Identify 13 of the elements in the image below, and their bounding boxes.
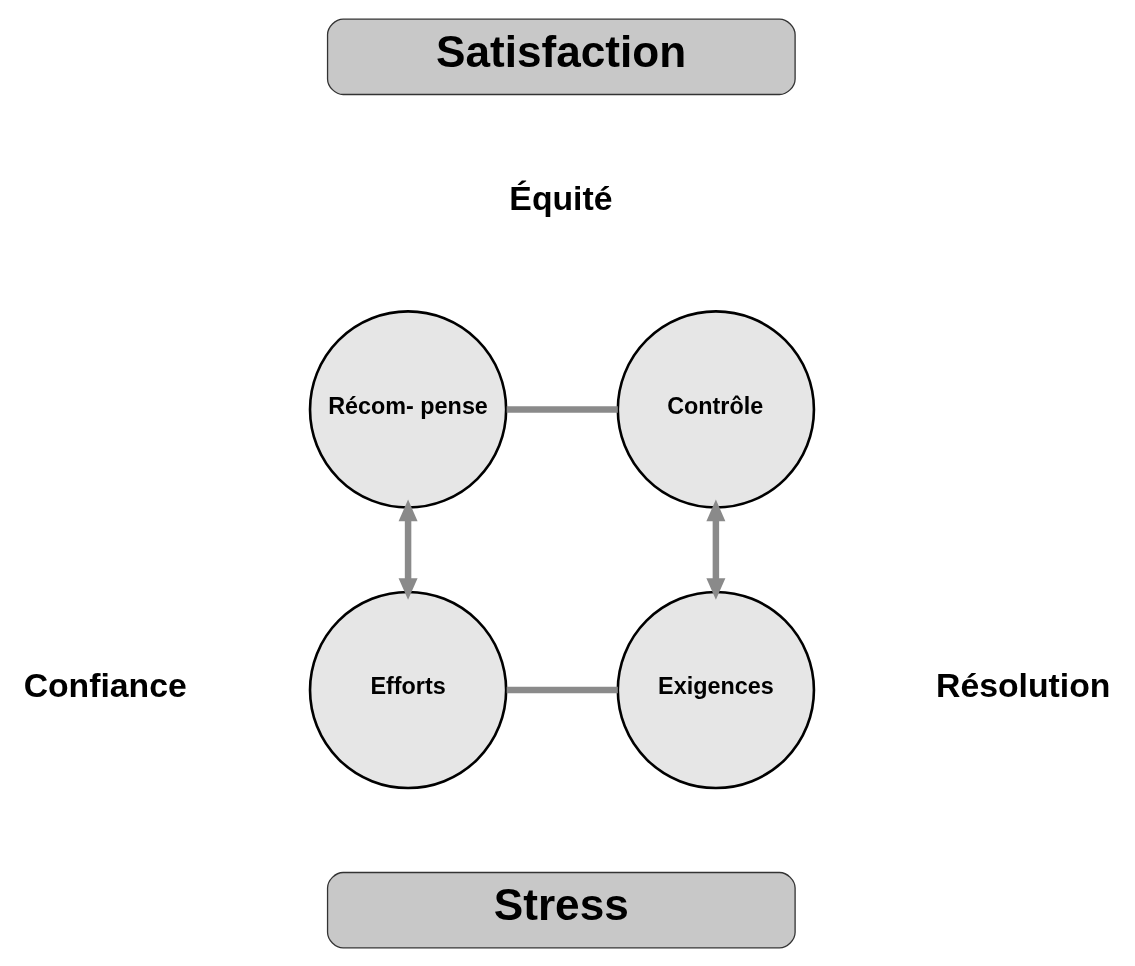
connector [506,405,618,413]
label: Confiance [23,665,187,704]
node-circle: Efforts [308,590,508,789]
arrow [706,499,726,600]
node-circle: Contrôle [616,309,816,509]
node-circle: Récom- pense [308,309,508,509]
node-box: Stress [326,871,796,948]
node-box: Satisfaction [326,18,796,95]
label: Équité [509,178,613,217]
connector [506,686,618,693]
label: Résolution [936,665,1111,704]
arrow [398,499,418,600]
node-circle: Exigences [616,590,816,789]
